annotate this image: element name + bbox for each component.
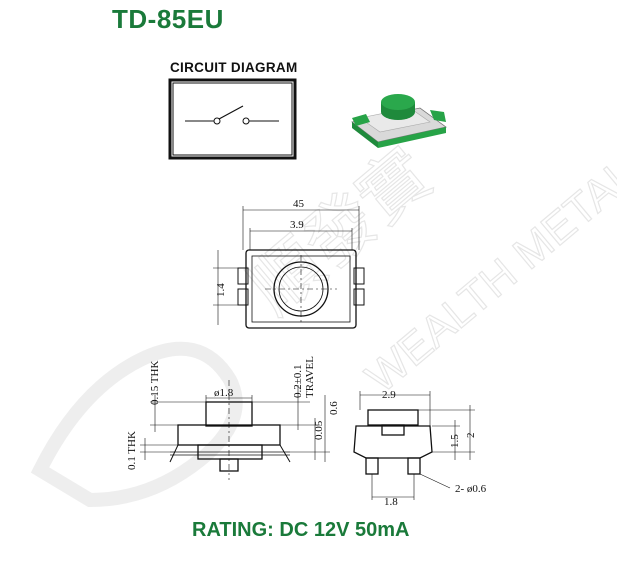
switch-arm <box>218 105 244 120</box>
dim-height: 1.4 <box>215 283 227 297</box>
dim-thk-015: 0.15 THK <box>149 361 161 405</box>
contact-left <box>213 117 221 125</box>
side-view <box>140 380 330 480</box>
circuit-frame <box>168 78 297 160</box>
dim-actuator-dia: ø1.8 <box>214 387 234 399</box>
dim-overall-width: 45 <box>293 198 305 210</box>
end-body <box>353 425 433 459</box>
dim-end-15: 1.5 <box>449 434 461 448</box>
product-illustration <box>351 94 447 148</box>
dim-thk-01: 0.1 THK <box>126 431 138 470</box>
dim-travel-label: TRAVEL <box>304 356 316 398</box>
end-view <box>353 391 475 500</box>
end-actuator <box>367 409 419 426</box>
dim-pin-spacing: 1.8 <box>384 496 398 508</box>
dim-end-2: 2 <box>465 433 477 439</box>
dim-06: 0.6 <box>328 401 340 415</box>
circuit-diagram-label: CIRCUIT DIAGRAM <box>170 60 298 75</box>
rating-text: RATING: DC 12V 50mA <box>192 519 410 541</box>
dim-travel: 0.2±0.1 <box>292 364 304 398</box>
top-view <box>213 206 365 329</box>
watermark-logo <box>30 341 243 508</box>
dim-005: 0.05 <box>313 420 325 440</box>
dim-inner-width: 3.9 <box>290 219 304 231</box>
contact-right <box>242 117 250 125</box>
dim-pins: 2- ø0.6 <box>455 483 487 495</box>
dim-end-width: 2.9 <box>382 389 396 401</box>
product-title: TD-85EU <box>112 4 224 34</box>
circuit-diagram <box>168 78 297 160</box>
